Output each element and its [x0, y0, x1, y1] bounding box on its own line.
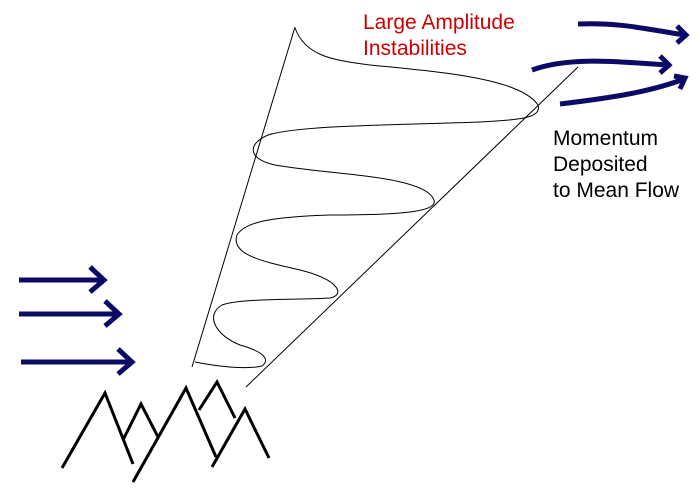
- mountain-peak: [131, 384, 218, 483]
- instabilities-label: Large Amplitude Instabilities: [363, 10, 515, 62]
- cone-right-edge: [245, 66, 579, 388]
- mountain-peak: [121, 400, 160, 441]
- incoming-flow-arrow: [19, 265, 108, 294]
- mountain-range: [60, 378, 271, 483]
- mean-flow-arrow: [531, 54, 673, 75]
- momentum-label-line2: Deposited: [553, 153, 648, 176]
- incoming-flow-arrows: [19, 265, 136, 376]
- incoming-flow-arrow: [19, 299, 123, 328]
- cone-left-edge: [191, 26, 296, 368]
- wave-envelope-cone: [191, 26, 579, 388]
- momentum-label-line1: Momentum: [553, 127, 659, 150]
- wave-oscillation: [194, 27, 539, 369]
- mountain-peak: [60, 389, 135, 469]
- mean-flow-arrows: [531, 21, 690, 107]
- mountain-peak: [210, 405, 271, 468]
- incoming-flow-arrow: [21, 347, 136, 376]
- mean-flow-arrow: [577, 21, 690, 45]
- instabilities-label-line1: Large Amplitude: [363, 11, 515, 34]
- instabilities-label-line2: Instabilities: [363, 37, 467, 60]
- mountain-peak: [197, 378, 237, 419]
- momentum-label-line3: to Mean Flow: [553, 179, 680, 202]
- mean-flow-arrow: [559, 73, 689, 107]
- momentum-label: Momentum Deposited to Mean Flow: [553, 126, 679, 204]
